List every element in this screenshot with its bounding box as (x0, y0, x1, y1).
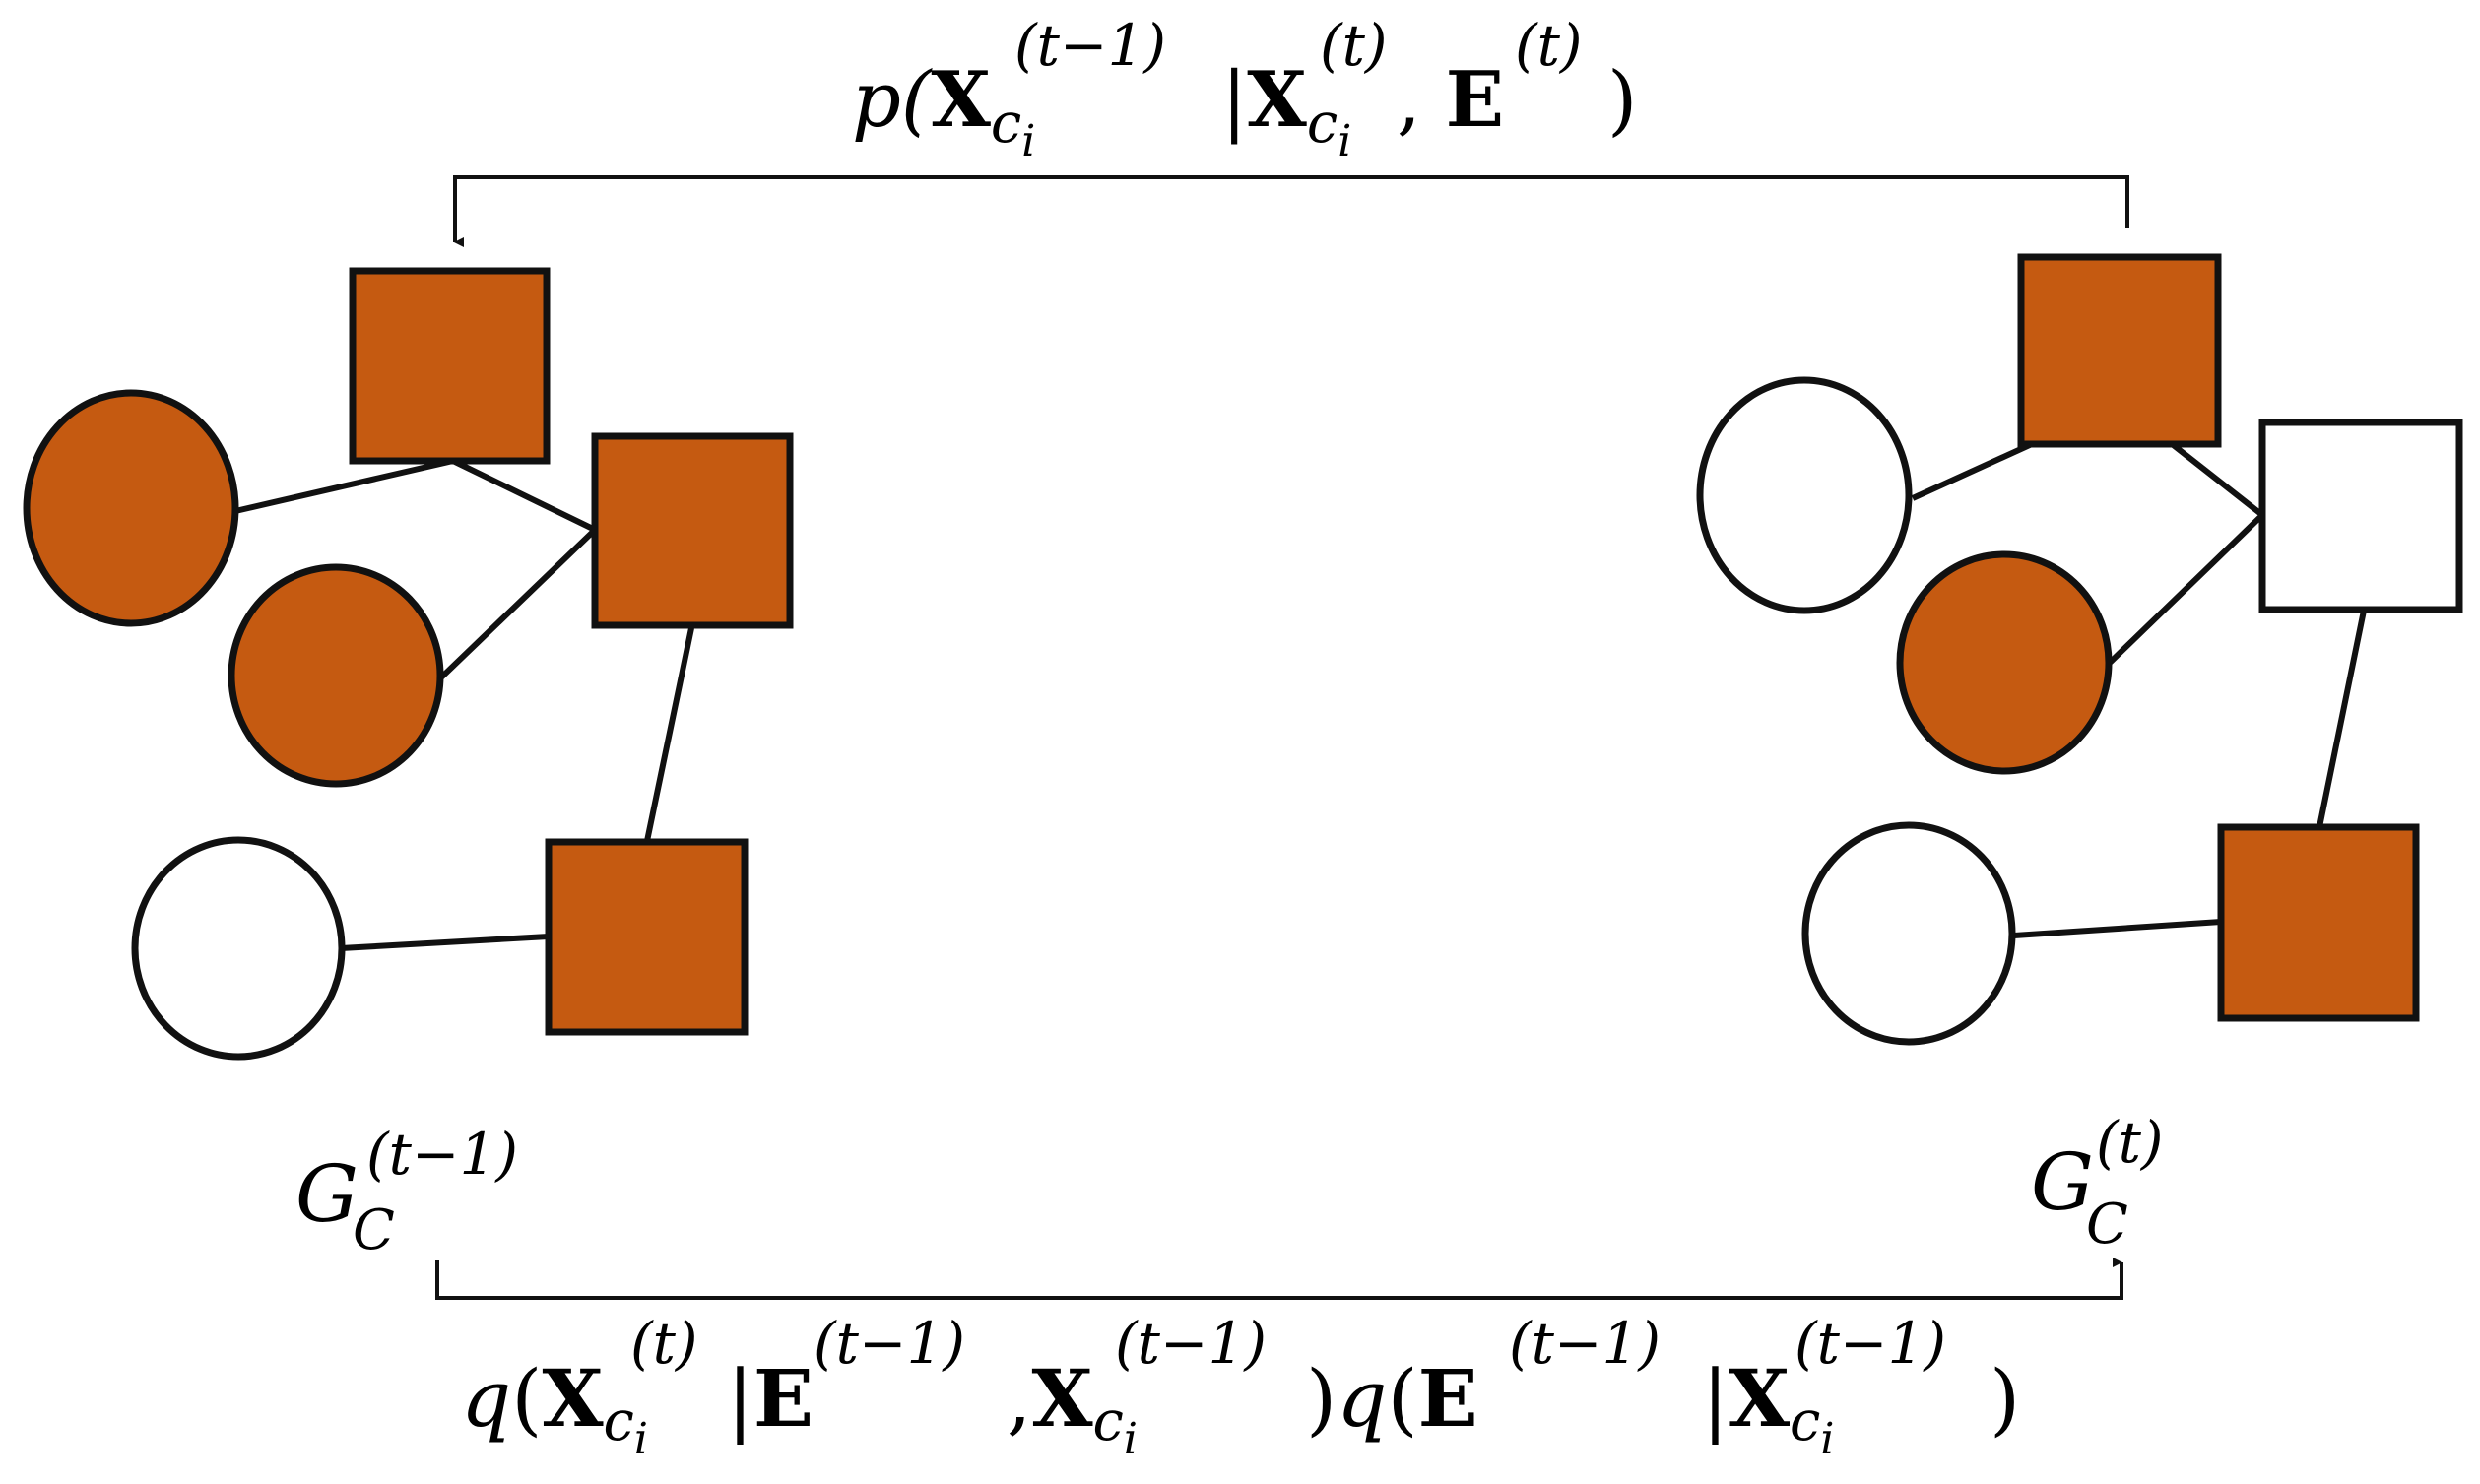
left-graph-label: G (295, 1148, 359, 1240)
forward-x2: ,Xci (1007, 1352, 1138, 1464)
right-graph-label: G (2031, 1136, 2094, 1228)
left-graph: G C (t−1) (23, 267, 794, 1262)
forward-close: ) (1990, 1353, 2020, 1445)
right-node-D-square (2258, 419, 2463, 613)
left-node-B-circle (23, 389, 239, 627)
reverse-e-sup: (t) (1515, 12, 1583, 79)
forward-q2: )q(E (1306, 1352, 1478, 1445)
left-node-D-square (591, 432, 794, 629)
right-graph-sub: C (2086, 1193, 2128, 1257)
edge-D-F (644, 627, 694, 842)
edge-D-C (438, 527, 598, 680)
edge-A-D (451, 458, 597, 533)
reverse-close: ) (1607, 56, 1637, 145)
edge-E-F (2013, 919, 2222, 938)
forward-x2-sup: (t−1) (1115, 1310, 1267, 1377)
forward-x3-sup: (t−1) (1795, 1310, 1946, 1377)
forward-arrow (435, 1258, 2123, 1300)
forward-e1: |E (727, 1352, 814, 1445)
forward-e2-sup: (t−1) (1509, 1310, 1661, 1377)
left-graph-sup: (t−1) (366, 1121, 518, 1188)
reverse-arrow (453, 175, 2129, 247)
forward-x3: |Xci (1702, 1352, 1834, 1464)
edge-A-B (234, 458, 454, 514)
right-graph-sup: (t) (2096, 1109, 2164, 1176)
forward-e1-sup: (t−1) (814, 1310, 965, 1377)
reverse-sup-cur: (t) (1320, 12, 1388, 79)
reverse-process-formula: p(Xci (852, 55, 1035, 166)
right-node-B-circle (1696, 376, 1913, 614)
reverse-e-term: , E (1397, 55, 1504, 145)
left-node-C-circle (228, 563, 444, 788)
left-node-A-square (349, 267, 551, 465)
left-graph-edges (234, 458, 694, 951)
edge-D-C (2107, 512, 2265, 666)
forward-x1-sup: (t) (630, 1310, 698, 1377)
right-graph: G C (t) (1696, 253, 2463, 1257)
forward-q1: q(Xci (461, 1352, 648, 1464)
left-node-E-circle (131, 836, 346, 1061)
edge-E-F (340, 934, 550, 951)
right-node-E-circle (1801, 821, 2016, 1046)
left-graph-sub: C (353, 1198, 395, 1262)
reverse-sup-prev: (t−1) (1014, 12, 1166, 79)
right-node-F-square (2217, 823, 2420, 1022)
left-node-F-square (545, 838, 749, 1036)
reverse-bar-x: |Xci (1221, 55, 1351, 166)
right-node-C-circle (1896, 550, 2113, 775)
edge-D-F (2317, 610, 2367, 828)
right-node-A-square (2017, 253, 2222, 448)
